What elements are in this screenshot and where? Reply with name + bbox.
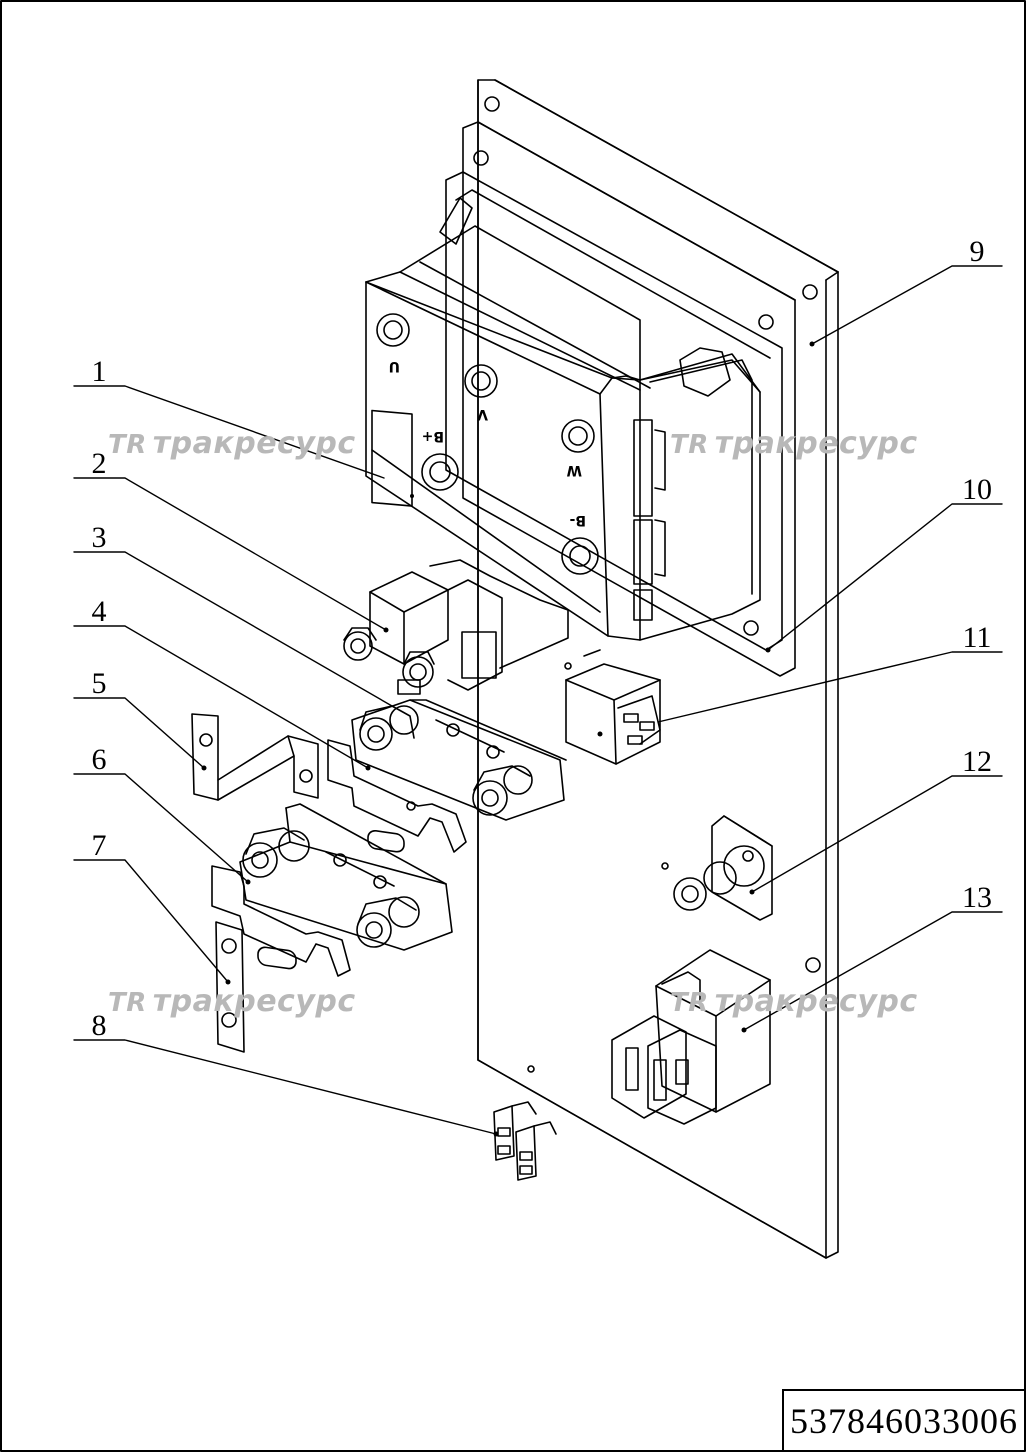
fuse-holder-lower <box>211 803 453 977</box>
connector-block <box>611 949 771 1125</box>
watermark-text: тракресурс <box>714 426 918 461</box>
watermark-logo: TR <box>670 988 709 1018</box>
callout-9: 9 <box>970 235 985 268</box>
relay <box>565 649 661 765</box>
watermark-logo: TR <box>108 988 147 1018</box>
callout-7: 7 <box>92 829 107 862</box>
motor-controller <box>365 225 761 641</box>
terminal-label-v: V <box>477 406 488 422</box>
document-number-box: 537846033006 <box>782 1389 1024 1450</box>
rotary-switch <box>673 815 773 921</box>
terminal-label-w: W <box>567 462 582 478</box>
leader-dots <box>201 341 815 1137</box>
mounting-plate <box>477 79 839 1259</box>
callout-3: 3 <box>92 521 107 554</box>
watermark-text: тракресурс <box>714 984 918 1019</box>
callout-11: 11 <box>963 621 992 654</box>
busbar-strip <box>215 921 245 1053</box>
callout-13: 13 <box>962 881 992 914</box>
watermark-logo: TR <box>670 430 709 460</box>
terminal-label-bplus: B+ <box>422 428 444 444</box>
contactor <box>343 559 569 695</box>
callout-1: 1 <box>92 355 107 388</box>
leader-lines <box>73 265 1003 1259</box>
callout-5: 5 <box>92 667 107 700</box>
heatsink-base <box>439 121 796 677</box>
document-number: 537846033006 <box>790 1400 1018 1441</box>
callout-numbers: 1 2 3 4 5 6 7 8 9 10 11 12 13 <box>92 235 993 1042</box>
terminal-label-u: U <box>389 358 400 374</box>
fuse-holder-upper <box>351 699 567 821</box>
blade-fuses <box>493 1101 557 1181</box>
bracket <box>191 713 319 801</box>
callout-8: 8 <box>92 1009 107 1042</box>
callout-12: 12 <box>962 745 992 778</box>
callout-6: 6 <box>92 743 107 776</box>
callout-2: 2 <box>92 447 107 480</box>
watermark-text: тракресурс <box>152 984 356 1019</box>
watermark-text: тракресурс <box>152 426 356 461</box>
callout-4: 4 <box>92 595 107 628</box>
watermark-logo: TR <box>108 430 147 460</box>
callout-10: 10 <box>962 473 992 506</box>
terminal-label-bminus: B- <box>569 512 586 528</box>
terminal-labels: U V W B+ B- <box>389 358 586 528</box>
